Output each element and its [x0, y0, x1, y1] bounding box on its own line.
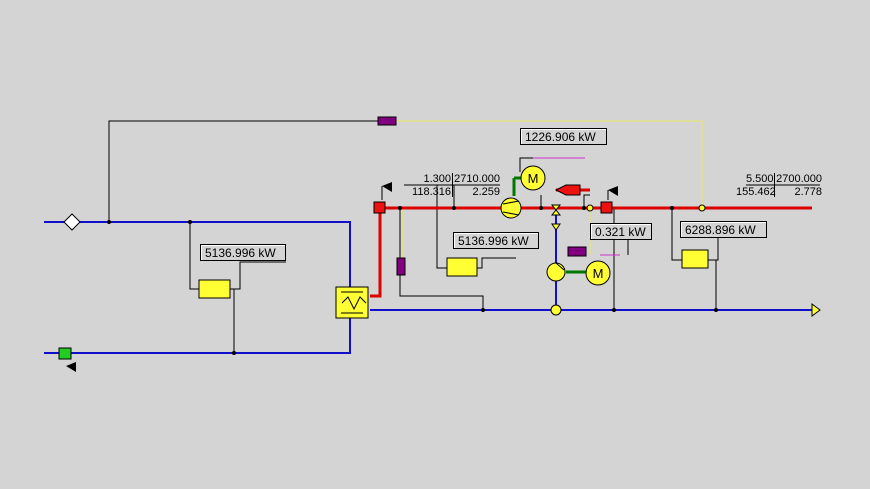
motor-top-label: M	[528, 171, 539, 186]
flag-right-icon	[608, 186, 618, 196]
flag-left-icon	[382, 182, 392, 192]
motor-leads	[533, 157, 620, 256]
heater-right[interactable]	[681, 249, 709, 269]
state-right-enthalpy: 2700.000	[776, 173, 822, 185]
heater-left[interactable]	[198, 279, 231, 299]
check-valve-icon[interactable]	[554, 184, 581, 196]
heat-exchanger[interactable]	[335, 286, 369, 319]
state-left-massflow: 118.316	[412, 186, 451, 198]
outlet-triangle-icon[interactable]	[811, 303, 821, 317]
compressor-icon[interactable]	[500, 197, 522, 219]
valve-left[interactable]	[396, 257, 406, 276]
state-right-quality: 2.778	[794, 186, 822, 198]
junctions	[107, 206, 718, 355]
state-left-divider	[452, 173, 453, 197]
mixer-node[interactable]	[550, 304, 562, 316]
motor-top[interactable]: M	[520, 165, 546, 191]
heater-left-power-box: 5136.996 kW	[200, 244, 286, 261]
state-left-enthalpy: 2710.000	[454, 173, 500, 185]
node-right[interactable]	[600, 201, 613, 214]
state-right-pressure: 5.500	[746, 173, 774, 185]
state-right-divider	[774, 173, 775, 197]
throttle-valve-icon[interactable]	[550, 204, 562, 216]
pump-icon[interactable]	[546, 262, 566, 282]
signal-node[interactable]	[698, 204, 706, 212]
motor-pump-label: M	[593, 266, 604, 281]
water-source-icon[interactable]	[58, 347, 72, 360]
state-left-pressure: 1.300	[423, 173, 451, 185]
heater-mid[interactable]	[446, 257, 478, 277]
inlet-diamond-icon[interactable]	[63, 213, 81, 231]
source-flag-icon	[66, 362, 76, 372]
compressor-power-box: 1226.906 kW	[520, 128, 607, 145]
small-valve-icon[interactable]	[551, 223, 561, 231]
heater-right-power-box: 6288.896 kW	[680, 221, 767, 238]
state-left-quality: 2.259	[472, 186, 500, 198]
valve-top[interactable]	[377, 116, 397, 126]
motor-pump[interactable]: M	[585, 260, 611, 286]
state-right-massflow: 155.462	[736, 186, 776, 198]
node-left[interactable]	[373, 201, 386, 214]
valve-pump[interactable]	[567, 246, 587, 257]
branch-node[interactable]	[586, 204, 594, 212]
pump-power-box: 0.321 kW	[590, 223, 652, 240]
heater-mid-power-box: 5136.996 kW	[453, 232, 539, 249]
